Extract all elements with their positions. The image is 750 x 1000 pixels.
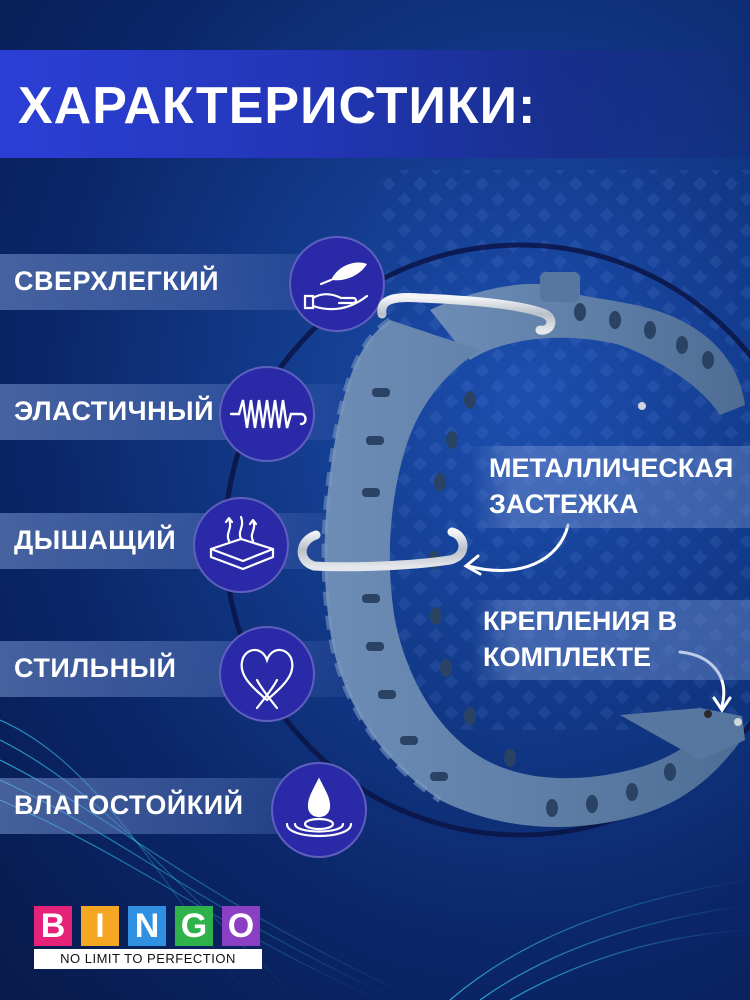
feature-label-elastic: ЭЛАСТИЧНЫЙ <box>14 396 214 426</box>
feature-label-waterproof: ВЛАГОСТОЙКИЙ <box>14 790 244 820</box>
title-banner <box>0 50 750 158</box>
callout-clasp-line2: ЗАСТЕЖКА <box>489 489 639 519</box>
logo-letter-n: N <box>128 906 166 946</box>
page-title: ХАРАКТЕРИСТИКИ: <box>18 77 537 135</box>
callout-clasp-line1: МЕТАЛЛИЧЕСКАЯ <box>489 453 734 483</box>
spring-icon <box>219 366 315 462</box>
callout-band-mounts <box>470 600 750 680</box>
feature-label-stylish: СТИЛЬНЫЙ <box>14 653 177 683</box>
callout-mounts-line1: КРЕПЛЕНИЯ В <box>483 606 678 636</box>
callout-clasp: МЕТАЛЛИЧЕСКАЯ ЗАСТЕЖКА <box>489 450 733 522</box>
callout-band-clasp <box>470 446 750 528</box>
callout-mounts: КРЕПЛЕНИЯ В КОМПЛЕКТЕ <box>483 603 677 675</box>
feature-label-ultralight: СВЕРХЛЕГКИЙ <box>14 266 220 296</box>
logo-letter-o: O <box>222 906 260 946</box>
feather-hand-icon <box>289 236 385 332</box>
water-drop-icon <box>271 762 367 858</box>
logo-letter-b: B <box>34 906 72 946</box>
feature-label-breathable: ДЫШАЩИЙ <box>14 525 177 555</box>
logo-letter-g: G <box>175 906 213 946</box>
heart-icon <box>219 626 315 722</box>
logo-letter-i: I <box>81 906 119 946</box>
brand-tagline: NO LIMIT TO PERFECTION <box>34 949 262 969</box>
callout-mounts-line2: КОМПЛЕКТЕ <box>483 642 651 672</box>
breathable-fabric-icon <box>193 497 289 593</box>
